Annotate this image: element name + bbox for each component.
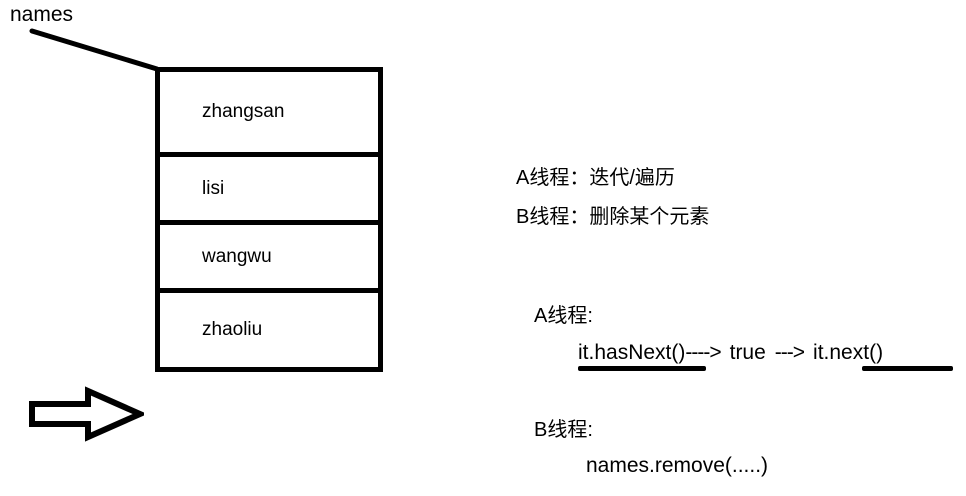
list-item-label: zhangsan: [202, 101, 285, 122]
list-item: lisi: [160, 152, 378, 220]
list-item-label: lisi: [202, 177, 225, 199]
sequence-arrow-icon: --->: [774, 341, 805, 364]
names-remove-call: names.remove(.....): [586, 454, 769, 477]
list-item-label: zhaoliu: [202, 319, 263, 340]
thread-b-note: B线程：删除某个元素: [516, 206, 710, 228]
true-literal: true: [729, 341, 766, 364]
thread-b-sequence: names.remove(.....): [586, 455, 768, 476]
names-list-box: zhangsan lisi wangwu zhaoliu: [155, 67, 383, 372]
list-item: wangwu: [160, 220, 378, 288]
list-item: zhangsan: [160, 72, 378, 152]
it-next-call: it.next(): [813, 341, 884, 364]
sequence-arrow-icon: ---->: [685, 341, 721, 364]
thread-a-note: A线程：迭代/遍历: [516, 167, 675, 189]
it-has-next-underline: [578, 366, 706, 371]
it-has-next-call: it.hasNext(): [578, 341, 686, 364]
it-next-underline: [862, 366, 953, 371]
right-block-arrow-icon: [29, 386, 144, 442]
list-item-label: wangwu: [202, 245, 272, 267]
thread-a-sequence: it.hasNext() ----> true ---> it.next(): [578, 342, 883, 363]
thread-a-heading: A线程:: [534, 305, 593, 327]
list-item: zhaoliu: [160, 288, 378, 367]
pointer-label: names: [10, 3, 74, 26]
thread-b-heading: B线程:: [534, 419, 593, 441]
